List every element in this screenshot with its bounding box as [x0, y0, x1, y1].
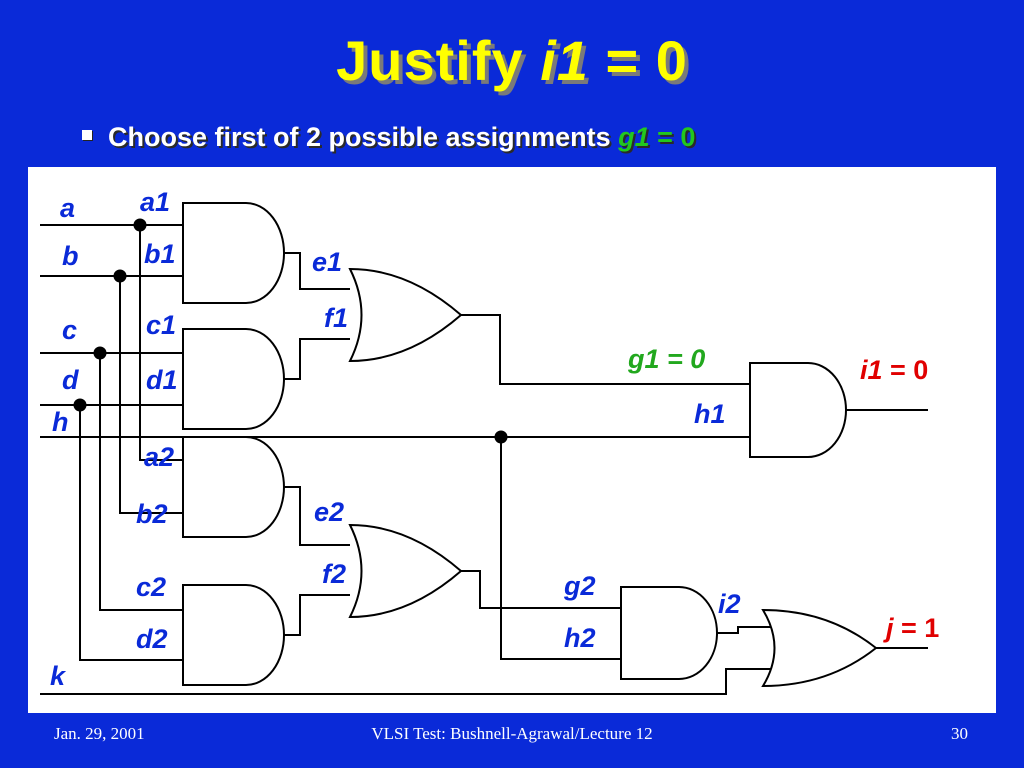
j-value: = 1	[894, 613, 940, 643]
label-b2: b2	[136, 499, 168, 529]
label-a2: a2	[144, 442, 174, 472]
footer-course: VLSI Test: Bushnell-Agrawal/Lecture 12	[371, 724, 653, 743]
label-a1: a1	[140, 187, 170, 217]
wire-f2	[284, 594, 350, 636]
label-i2: i2	[718, 589, 741, 619]
footer-page-number: 30	[951, 724, 968, 743]
label-g2: g2	[563, 571, 596, 601]
junction-h	[494, 430, 508, 444]
junction-c	[93, 346, 107, 360]
and-gate-i2	[620, 586, 718, 680]
title-variable: i1	[540, 29, 589, 92]
junction-d	[73, 398, 87, 412]
label-h1: h1	[694, 399, 726, 429]
wire-d2	[79, 405, 183, 661]
junction-dots	[73, 218, 508, 444]
and-gate-i1	[749, 362, 847, 458]
bullet-variable: g1	[618, 122, 650, 152]
label-c1: c1	[146, 310, 176, 340]
label-f1: f1	[324, 303, 348, 333]
and-gate-4	[182, 584, 285, 686]
label-i1-assignment: i1 = 0	[860, 355, 928, 385]
bullet-point: Choose first of 2 possible assignments g…	[82, 122, 695, 153]
wire-g1	[461, 314, 750, 385]
input-label-d: d	[62, 365, 79, 395]
circuit-panel: a b c d h k a1 b1 c1 d1 a2 b2 c2 d2 e1 f…	[28, 167, 996, 713]
input-label-a: a	[60, 193, 75, 223]
wire-e1	[284, 252, 350, 290]
bullet-suffix: = 0	[649, 122, 696, 152]
bullet-text: Choose first of 2 possible assignments	[108, 122, 619, 152]
wire-h2	[500, 437, 621, 660]
label-b1: b1	[144, 239, 176, 269]
bullet-square-icon	[82, 130, 92, 140]
label-j-assignment: j = 1	[883, 613, 939, 643]
wire-b2	[119, 276, 183, 514]
or-gate-1	[348, 267, 463, 363]
circuit-diagram: a b c d h k a1 b1 c1 d1 a2 b2 c2 d2 e1 f…	[40, 187, 939, 695]
gates	[182, 202, 878, 688]
wire-c2	[99, 353, 183, 611]
wire-i2	[717, 626, 776, 634]
junction-b	[113, 269, 127, 283]
label-f2: f2	[322, 559, 346, 589]
footer-date: Jan. 29, 2001	[54, 724, 145, 743]
junction-a	[133, 218, 147, 232]
j-variable: j	[883, 613, 894, 643]
label-d2: d2	[136, 624, 168, 654]
slide-title: Justify i1 = 0	[0, 28, 1024, 93]
i1-value: = 0	[883, 355, 929, 385]
input-label-c: c	[62, 315, 77, 345]
wire-k	[40, 668, 776, 695]
and-gate-2	[182, 328, 285, 430]
wire-f1	[284, 338, 350, 380]
labels: a b c d h k a1 b1 c1 d1 a2 b2 c2 d2 e1 f…	[50, 187, 939, 691]
or-gate-j	[761, 608, 878, 688]
title-suffix: = 0	[588, 29, 688, 92]
wire-a2	[139, 225, 183, 461]
and-gate-1	[182, 202, 285, 304]
label-d1: d1	[146, 365, 178, 395]
input-label-k: k	[50, 661, 67, 691]
label-c2: c2	[136, 572, 166, 602]
label-e1: e1	[312, 247, 342, 277]
and-gate-3	[182, 436, 285, 538]
input-label-b: b	[62, 241, 79, 271]
label-e2: e2	[314, 497, 344, 527]
label-g1-assignment: g1 = 0	[627, 344, 705, 374]
wire-e2	[284, 486, 350, 546]
i1-variable: i1	[860, 355, 883, 385]
or-gate-2	[348, 523, 463, 619]
title-prefix: Justify	[336, 29, 541, 92]
wires	[40, 224, 928, 695]
label-h2: h2	[564, 623, 596, 653]
input-label-h: h	[52, 407, 69, 437]
wire-g2	[461, 570, 621, 609]
